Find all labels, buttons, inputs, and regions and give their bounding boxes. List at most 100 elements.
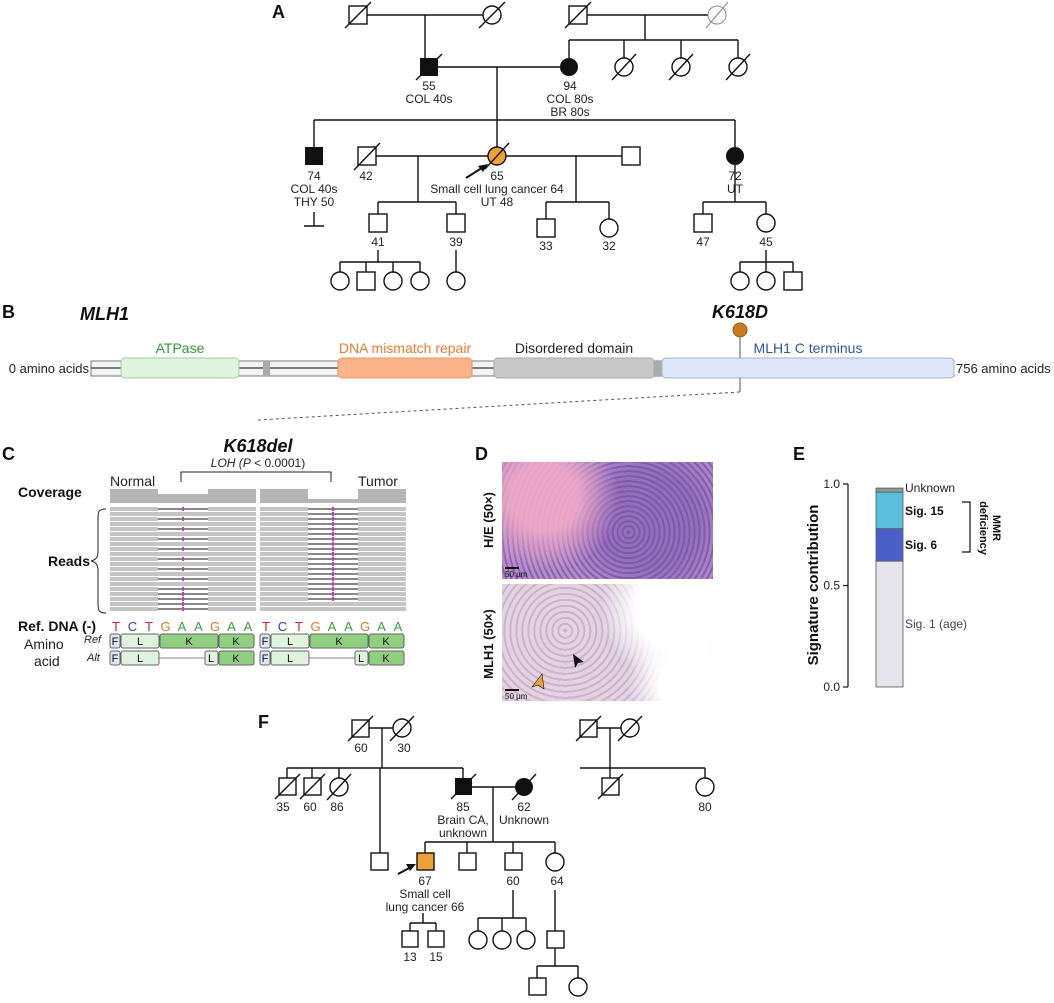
aa-box xyxy=(218,650,255,666)
son-dx1: COL 40s xyxy=(291,182,338,196)
ihc-arrowheads xyxy=(531,654,584,690)
ref-aa-label: Ref xyxy=(84,634,102,646)
bar-segment-sig-15 xyxy=(875,491,904,530)
mmr-label-2: deficiency xyxy=(977,501,989,556)
coverage-block xyxy=(110,489,158,503)
base-letter: A xyxy=(344,619,353,634)
bar-segment-unknown xyxy=(875,487,904,493)
read xyxy=(110,582,256,586)
read xyxy=(110,572,256,576)
y-tick-label: 0.5 xyxy=(823,579,840,593)
insertion-mark xyxy=(332,562,334,566)
black-arrowhead xyxy=(573,654,584,668)
aa-letter: K xyxy=(232,636,240,648)
aa-letter: L xyxy=(287,653,293,665)
panel-label-d: D xyxy=(475,444,488,464)
aa-box xyxy=(120,633,160,649)
base-letter: A xyxy=(377,619,386,634)
insertion-mark xyxy=(332,552,334,556)
aa-letter: K xyxy=(185,636,193,648)
domain-atpase-label: ATPase xyxy=(156,340,205,356)
coverage-block xyxy=(260,489,308,503)
insertion-mark xyxy=(332,587,334,591)
founder-female-dx1: COL 80s xyxy=(547,92,594,106)
aa-letter: F xyxy=(262,636,269,648)
aa-box xyxy=(368,633,405,649)
he-label: H/E (50×) xyxy=(481,492,496,548)
base-letter: A xyxy=(227,619,236,634)
reads-label: Reads xyxy=(48,553,90,569)
igv-title: K618del xyxy=(223,436,293,456)
aa-letter: K xyxy=(382,653,390,665)
igv-tumor-track xyxy=(260,489,406,611)
founder-female-dx2: BR 80s xyxy=(550,105,589,119)
insertion-mark xyxy=(182,587,184,591)
sig-unknown-label: Unknown xyxy=(905,481,955,495)
insertion-mark xyxy=(182,592,184,596)
variant-label: K618D xyxy=(712,302,768,322)
sig6-label: Sig. 6 xyxy=(905,538,937,552)
aa-letter: K xyxy=(232,653,240,665)
aa-letter: L xyxy=(358,653,364,665)
insertion-mark xyxy=(332,517,334,521)
read xyxy=(110,532,256,536)
he-stain-image: 50 µm xyxy=(502,462,713,579)
pedigree-a: 55 COL 40s 94 COL 80s BR 80s 74 COL 40s … xyxy=(291,1,803,291)
insertion-mark xyxy=(182,607,184,611)
child-3-age: 33 xyxy=(539,239,553,253)
he-scalebar xyxy=(505,567,519,569)
insertion-mark xyxy=(332,577,334,581)
insertion-mark xyxy=(332,512,334,516)
insertion-mark xyxy=(182,527,184,531)
f-gp-f-age: 30 xyxy=(397,741,411,755)
mlh1-stain-image: 50 µm xyxy=(502,584,713,701)
bar-segment-sig-1-age- xyxy=(875,560,904,688)
f-proband-dx2: lung cancer 66 xyxy=(386,900,465,914)
f-sib3-age: 86 xyxy=(330,800,344,814)
founder-female-age: 94 xyxy=(563,79,577,93)
f-aunt-age: 80 xyxy=(698,800,712,814)
read xyxy=(110,562,256,566)
insertion-mark xyxy=(332,527,334,531)
domain-cterm-label: MLH1 C terminus xyxy=(754,340,863,356)
f-proband-dx1: Small cell xyxy=(399,887,450,901)
founder-male-age: 55 xyxy=(422,79,436,93)
aa-box xyxy=(109,650,121,666)
son-age: 74 xyxy=(307,169,321,183)
signature-bar xyxy=(875,487,904,688)
ihc-scale-label: 50 µm xyxy=(505,692,528,701)
proband-dx1: Small cell lung cancer 64 xyxy=(430,182,564,196)
insertion-mark xyxy=(182,567,184,571)
loh-label: LOH (P < 0.0001) xyxy=(211,456,305,470)
end-label: 756 amino acids xyxy=(956,361,1051,376)
f-father-dx2: unknown xyxy=(439,826,487,840)
aa-letter: L xyxy=(287,636,293,648)
insertion-mark xyxy=(182,577,184,581)
insertion-mark xyxy=(332,522,334,526)
read xyxy=(260,607,406,611)
insertion-mark xyxy=(332,597,334,601)
aa-box xyxy=(218,633,255,649)
aa-letter: L xyxy=(208,653,214,665)
insertion-mark xyxy=(332,507,334,511)
insertion-mark xyxy=(182,557,184,561)
aa-box xyxy=(259,650,271,666)
base-letter: A xyxy=(328,619,337,634)
read xyxy=(110,512,256,516)
f-father-age: 85 xyxy=(456,800,470,814)
aa-box xyxy=(259,633,271,649)
sig15-label: Sig. 15 xyxy=(905,504,944,518)
f-gp-m-age: 60 xyxy=(354,741,368,755)
mlh1-stain-label: MLH1 (50×) xyxy=(481,609,496,679)
insertion-mark xyxy=(182,517,184,521)
orange-arrowhead xyxy=(531,673,545,690)
aa-letter: F xyxy=(112,636,119,648)
aa-box xyxy=(270,633,310,649)
panel-label-a: A xyxy=(272,2,285,22)
panel-label-b: B xyxy=(2,302,15,322)
insertion-mark xyxy=(182,602,184,606)
spouse-age: 42 xyxy=(359,169,373,183)
read xyxy=(110,542,256,546)
aa-box xyxy=(354,650,369,666)
